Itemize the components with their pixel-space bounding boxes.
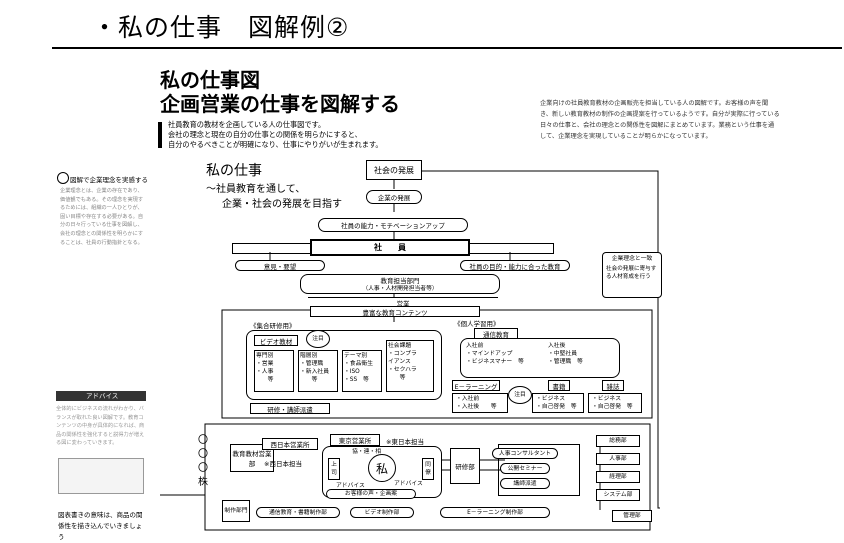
hr-panel [498, 444, 580, 496]
description-text: 企業向けの社員教育教材の企画販売を担当している人の図解です。お客様の声を聞き、新… [540, 100, 780, 140]
coop-label: 協・連・相 [352, 449, 381, 455]
admin-dept-2: 人事部 [596, 453, 640, 465]
admin-box: 管理部 [612, 510, 652, 522]
training-dispatch-box: 研修・講師派遣 [250, 403, 330, 414]
group-cat-3: テーマ別 ・食品衛生 ・ISO ・SS 等 [342, 350, 382, 392]
advice-left: アドバイス [336, 483, 365, 489]
production-2: ビデオ制作部 [350, 507, 414, 518]
course-pre: 入社前 ・マインドアップ ・ビジネスマナー 等 [466, 343, 524, 365]
training-dept-box: 研修部 [450, 448, 480, 484]
lead-bar [158, 122, 162, 148]
book-title-line1: 私の仕事図 [160, 68, 260, 92]
mini-diagram-thumbnail [58, 458, 144, 494]
my-work-subtitle-2: 企業・社会の発展を目指す [222, 199, 342, 210]
advice-right: アドバイス [394, 481, 423, 487]
books-detail: ・ビジネス ・自己啓発 等 [532, 393, 584, 413]
admin-dept-1: 総務部 [596, 435, 640, 447]
group-attention-badge: 注目 [306, 330, 330, 348]
hr-consultant-box: 人事コンサルタント [492, 448, 558, 459]
magazine-box: 雑誌 [602, 380, 624, 391]
motivation-box: 社員の能力・モチベーションアップ [318, 218, 468, 232]
public-seminar-box: 公開セミナー [500, 463, 550, 474]
company-growth-box: 企業の発展 [366, 190, 422, 204]
sales-box: 営業 [308, 297, 498, 308]
philosophy-body: 社会の発展に寄与する人材育成を行う [606, 266, 657, 280]
group-cat-1: 専門別 ・営業 ・人事 等 [254, 350, 294, 392]
video-box: ビデオ教材 [254, 335, 298, 346]
books-box: 書籍 [548, 380, 570, 391]
philosophy-box: 企業理念と一致 社会の発展に寄与する人材育成を行う [602, 252, 662, 298]
slide-title: ・私の仕事 図解例② [92, 13, 350, 42]
elearning-box: E－ラーニング [452, 380, 500, 391]
advice-body-text: 全体的にビジネスの流れがわかり、バランスが取れた良い図解です。教育コンテンツの中… [56, 406, 145, 447]
production-label: 制作部門 [222, 500, 250, 522]
contents-box: 豊富な教育コンテンツ [310, 306, 480, 317]
admin-dept-3: 経理部 [596, 471, 640, 483]
production-1: 通信教育・書籍制作部 [256, 507, 340, 518]
admin-dept-4: システム部 [596, 489, 640, 501]
company-name: 〇〇〇株 [198, 435, 208, 488]
advice-label: アドバイス [56, 391, 146, 401]
department-sub: （人事・人材開発担当者等） [362, 286, 438, 292]
department-name: 教育担当部門 [380, 277, 420, 285]
production-3: E－ラーニング制作部 [440, 507, 550, 518]
course-panel [460, 338, 620, 378]
course-post: 入社後 ・中堅社員 ・管理職 等 [548, 343, 583, 365]
opinions-box: 意見・要望 [235, 260, 325, 271]
lead-text: 社員教育の教材を企画している人の仕事図です。 会社の理念と現在の自分の仕事との関… [168, 120, 383, 149]
employee-box: 社 員 [310, 239, 470, 256]
purpose-education-box: 社員の目的・能力に合った教育 [460, 260, 570, 271]
bulb-icon [57, 172, 69, 184]
magazine-detail: ・ビジネス ・自己啓発 等 [588, 393, 642, 413]
group-cat-2: 階層別 ・管理職 ・新入社員 等 [298, 350, 338, 392]
title-divider [52, 47, 842, 49]
me-star: 私 [368, 454, 396, 482]
side-body-text: 企業理念とは、企業の存在であり、価値観でもある。その理念を実現するためには、組織… [60, 188, 144, 246]
personal-attention-badge: 注目 [508, 386, 532, 404]
west-office-box: 西日本営業所 [262, 438, 318, 450]
society-box: 社会の発展 [366, 160, 422, 180]
personal-title: 《個人学習用》 [454, 320, 500, 328]
boss-box: 上司 [328, 458, 340, 480]
east-office-note: ※東日本担当 [386, 438, 424, 446]
philosophy-heading: 企業理念と一致 [611, 256, 653, 262]
elearning-detail: ・入社前 ・入社後 等 [452, 393, 508, 413]
west-office-note: ※西日本担当 [264, 460, 302, 468]
colleague-box: 同僚 [422, 458, 434, 480]
side-heading: 図解で企業理念を実感する [70, 176, 148, 184]
lecturer-dispatch-box: 講師派遣 [500, 478, 550, 489]
customer-voice-box: お客様の声・企画案 [326, 489, 416, 499]
my-work-title: 私の仕事 [206, 163, 262, 179]
department-box: 教育担当部門 （人事・人材開発担当者等） [300, 274, 500, 294]
my-work-subtitle-1: ～社員教育を通して、 [206, 184, 306, 195]
book-title-line2: 企画営業の仕事を図解する [160, 92, 400, 116]
east-office-box: 東京営業所 [330, 434, 380, 446]
group-cat-4: 社会課題 ・コンプラ イアンス ・セクハラ 等 [386, 340, 434, 392]
group-title: 《集合研修用》 [250, 322, 296, 330]
